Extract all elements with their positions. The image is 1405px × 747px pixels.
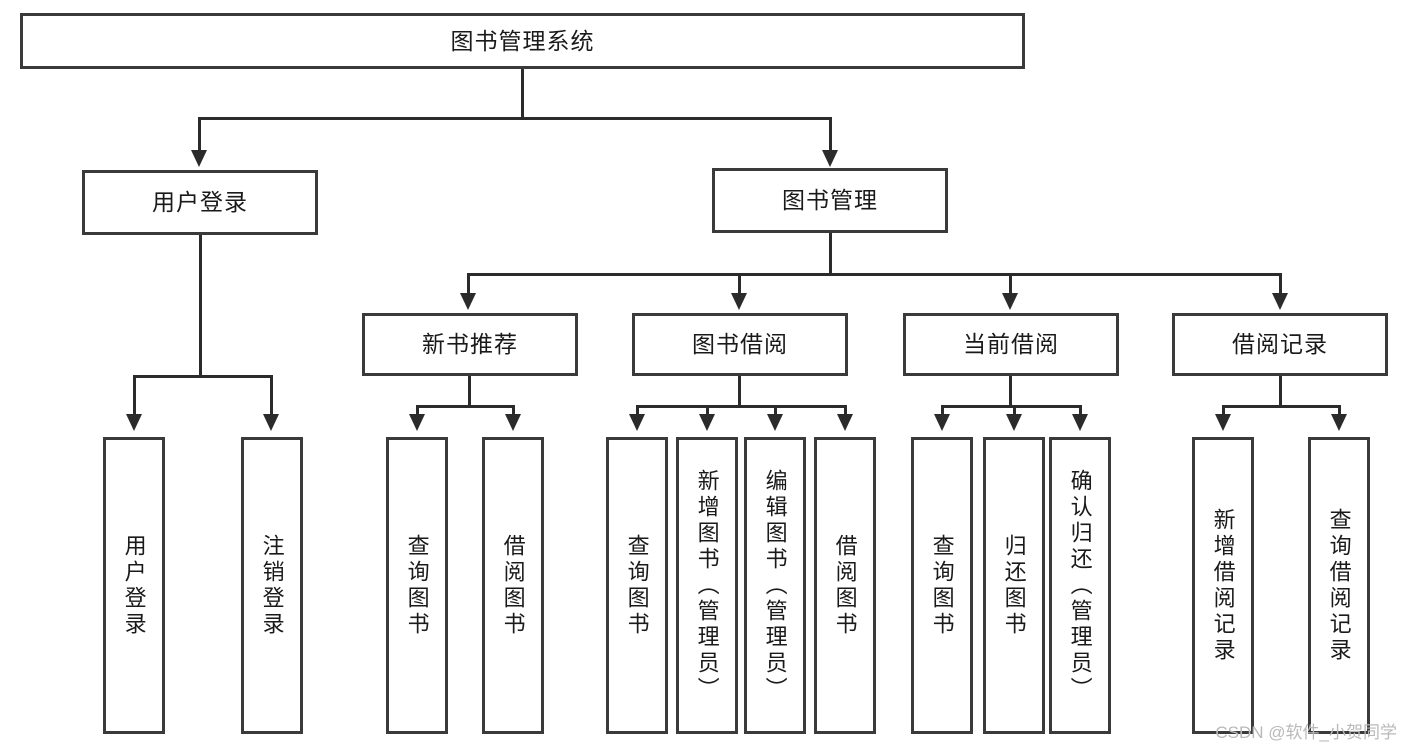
edge-borrow-records-bus — [1222, 405, 1339, 408]
arrow-current-borrow-to-leaf-2 — [1006, 414, 1022, 431]
node-book-borrow[interactable]: 图书借阅 — [632, 313, 848, 376]
leaf-new-books-query[interactable]: 查询图书 — [386, 437, 448, 734]
edge-new-books-bus — [416, 405, 514, 408]
leaf-edit-book-admin[interactable]: 编辑图书（管理员） — [744, 437, 806, 734]
edge-new-books-to-leaf-2 — [512, 405, 515, 417]
leaf-user-login-label: 用户登录 — [121, 533, 147, 638]
edge-book-mgmt-bus — [467, 273, 1282, 276]
edge-book-mgmt-to-borrow — [738, 273, 741, 295]
arrow-current-borrow-to-leaf-3 — [1072, 414, 1088, 431]
leaf-borrow-book-label: 借阅图书 — [832, 533, 858, 638]
edge-book-mgmt-to-new-books — [467, 273, 470, 295]
leaf-user-login[interactable]: 用户登录 — [103, 437, 165, 734]
leaf-current-query[interactable]: 查询图书 — [911, 437, 973, 734]
edge-current-borrow-to-leaf-1 — [941, 405, 944, 417]
arrow-user-login-to-leaf-1 — [126, 414, 142, 431]
arrow-book-mgmt-to-current — [1002, 293, 1018, 310]
edge-current-borrow-to-leaf-2 — [1013, 405, 1016, 417]
edge-current-borrow-bus — [941, 405, 1080, 408]
leaf-add-book-admin-label: 新增图书（管理员） — [694, 468, 720, 703]
node-borrow-records[interactable]: 借阅记录 — [1172, 313, 1388, 376]
arrow-root-to-book-mgmt — [822, 150, 838, 167]
leaf-query-borrow-record-label: 查询借阅记录 — [1326, 507, 1352, 664]
node-new-book-recommend[interactable]: 新书推荐 — [362, 313, 578, 376]
node-user-login-label: 用户登录 — [152, 189, 248, 216]
leaf-return-book-label: 归还图书 — [1001, 533, 1027, 638]
edge-book-borrow-bus — [636, 405, 845, 408]
edge-current-borrow-to-leaf-3 — [1079, 405, 1082, 417]
leaf-new-books-borrow-label: 借阅图书 — [500, 533, 526, 638]
arrow-book-borrow-to-leaf-4 — [837, 414, 853, 431]
edge-user-login-bus — [133, 375, 272, 378]
arrow-new-books-to-leaf-2 — [505, 414, 521, 431]
leaf-edit-book-admin-label: 编辑图书（管理员） — [762, 468, 788, 703]
edge-current-borrow-trunk — [1009, 376, 1012, 405]
arrow-book-mgmt-to-records — [1272, 293, 1288, 310]
node-book-management[interactable]: 图书管理 — [712, 168, 948, 233]
node-new-book-recommend-label: 新书推荐 — [422, 331, 518, 358]
node-current-borrow[interactable]: 当前借阅 — [903, 313, 1119, 376]
leaf-add-book-admin[interactable]: 新增图书（管理员） — [676, 437, 738, 734]
edge-book-borrow-to-leaf-2 — [706, 405, 709, 417]
node-book-management-label: 图书管理 — [782, 187, 878, 214]
node-borrow-records-label: 借阅记录 — [1232, 331, 1328, 358]
edge-book-borrow-to-leaf-4 — [844, 405, 847, 417]
arrow-book-mgmt-to-new-books — [460, 293, 476, 310]
leaf-borrow-query-label: 查询图书 — [624, 533, 650, 638]
leaf-confirm-return-admin-label: 确认归还（管理员） — [1067, 468, 1093, 703]
leaf-borrow-book[interactable]: 借阅图书 — [814, 437, 876, 734]
edge-new-books-to-leaf-1 — [416, 405, 419, 417]
edge-book-mgmt-trunk — [829, 233, 832, 273]
leaf-add-borrow-record[interactable]: 新增借阅记录 — [1192, 437, 1254, 734]
leaf-borrow-query[interactable]: 查询图书 — [606, 437, 668, 734]
edge-root-to-book-mgmt — [829, 117, 832, 153]
edge-borrow-records-to-leaf-2 — [1338, 405, 1341, 417]
arrow-new-books-to-leaf-1 — [409, 414, 425, 431]
arrow-book-borrow-to-leaf-1 — [629, 414, 645, 431]
arrow-book-borrow-to-leaf-2 — [699, 414, 715, 431]
leaf-current-query-label: 查询图书 — [929, 533, 955, 638]
leaf-new-books-query-label: 查询图书 — [404, 533, 430, 638]
arrow-borrow-records-to-leaf-2 — [1331, 414, 1347, 431]
edge-root-to-user-login — [198, 117, 201, 153]
edge-borrow-records-to-leaf-1 — [1222, 405, 1225, 417]
edge-user-login-to-leaf-2 — [270, 375, 273, 417]
arrow-root-to-user-login — [191, 150, 207, 167]
leaf-return-book[interactable]: 归还图书 — [983, 437, 1045, 734]
edge-user-login-to-leaf-1 — [133, 375, 136, 417]
edge-book-borrow-to-leaf-1 — [636, 405, 639, 417]
leaf-query-borrow-record[interactable]: 查询借阅记录 — [1308, 437, 1370, 734]
arrow-current-borrow-to-leaf-1 — [934, 414, 950, 431]
leaf-logout-login[interactable]: 注销登录 — [241, 437, 303, 734]
arrow-user-login-to-leaf-2 — [263, 414, 279, 431]
node-root-label: 图书管理系统 — [450, 27, 595, 54]
node-root[interactable]: 图书管理系统 — [20, 13, 1025, 69]
edge-new-books-trunk — [468, 376, 471, 405]
leaf-new-books-borrow[interactable]: 借阅图书 — [482, 437, 544, 734]
edge-book-borrow-to-leaf-3 — [774, 405, 777, 417]
edge-root-bus — [198, 117, 832, 120]
arrow-borrow-records-to-leaf-1 — [1215, 414, 1231, 431]
edge-book-mgmt-to-current — [1009, 273, 1012, 295]
edge-root-trunk — [521, 69, 524, 117]
edge-borrow-records-trunk — [1279, 376, 1282, 405]
leaf-add-borrow-record-label: 新增借阅记录 — [1210, 507, 1236, 664]
node-user-login[interactable]: 用户登录 — [82, 170, 318, 235]
arrow-book-borrow-to-leaf-3 — [767, 414, 783, 431]
edge-book-mgmt-to-records — [1279, 273, 1282, 295]
arrow-book-mgmt-to-borrow — [731, 293, 747, 310]
leaf-logout-login-label: 注销登录 — [259, 533, 285, 638]
leaf-confirm-return-admin[interactable]: 确认归还（管理员） — [1049, 437, 1111, 734]
edge-book-borrow-trunk — [738, 376, 741, 405]
node-current-borrow-label: 当前借阅 — [963, 331, 1059, 358]
edge-user-login-trunk — [199, 235, 202, 375]
node-book-borrow-label: 图书借阅 — [692, 331, 788, 358]
